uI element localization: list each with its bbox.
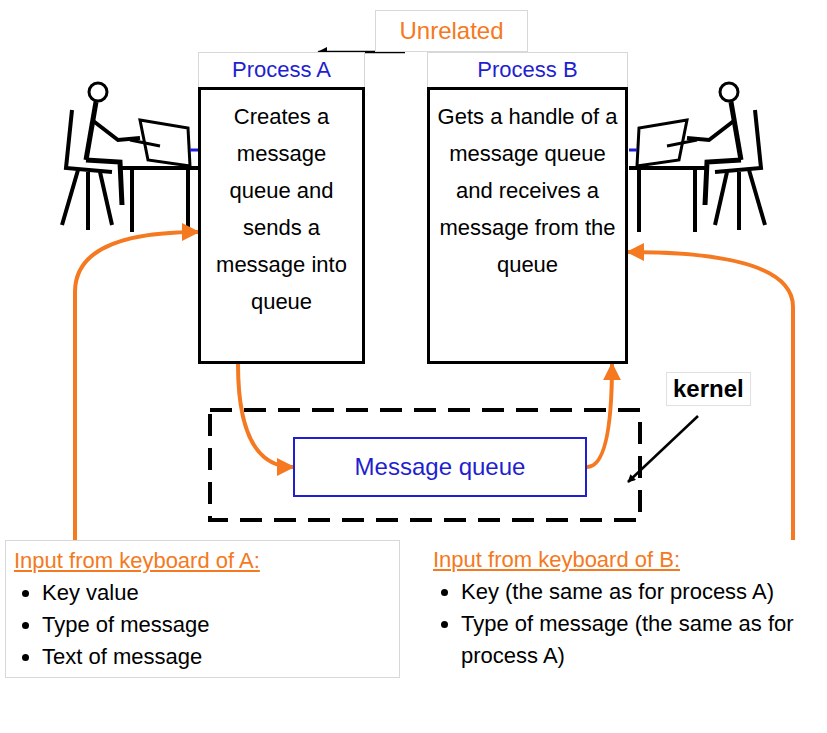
user-at-computer	[629, 83, 765, 232]
process-heading: Process A	[198, 52, 365, 87]
flow-arrow	[238, 364, 293, 467]
input-item: Type of message (the same as for process…	[433, 608, 815, 672]
message-queue-box: Message queue	[293, 437, 587, 497]
note-box: Unrelated	[375, 10, 528, 52]
input-item: Text of message	[14, 641, 391, 673]
process-description: Creates a message queue and sends a mess…	[198, 87, 365, 364]
input-heading: Input from keyboard of A:	[14, 545, 391, 577]
user-at-computer	[62, 83, 198, 232]
flow-arrow	[628, 252, 793, 540]
note-text: Unrelated	[382, 17, 521, 45]
region-label: kernel	[666, 372, 751, 406]
input-item: Key (the same as for process A)	[433, 576, 815, 608]
flow-arrow	[75, 232, 198, 540]
flow-arrow	[587, 364, 612, 467]
process-box: Process BGets a handle of a message queu…	[427, 52, 628, 364]
input-heading: Input from keyboard of B:	[433, 544, 815, 576]
input-item: Type of message	[14, 609, 391, 641]
process-heading: Process B	[427, 52, 628, 87]
leader-arrow	[628, 416, 698, 482]
process-description: Gets a handle of a message queue and rec…	[427, 87, 628, 364]
keyboard-input-box: Input from keyboard of B:Key (the same a…	[425, 540, 823, 676]
input-item: Key value	[14, 577, 391, 609]
queue-name: Message queue	[303, 452, 577, 482]
process-box: Process ACreates a message queue and sen…	[198, 52, 365, 364]
keyboard-input-box: Input from keyboard of A:Key valueType o…	[5, 540, 400, 678]
